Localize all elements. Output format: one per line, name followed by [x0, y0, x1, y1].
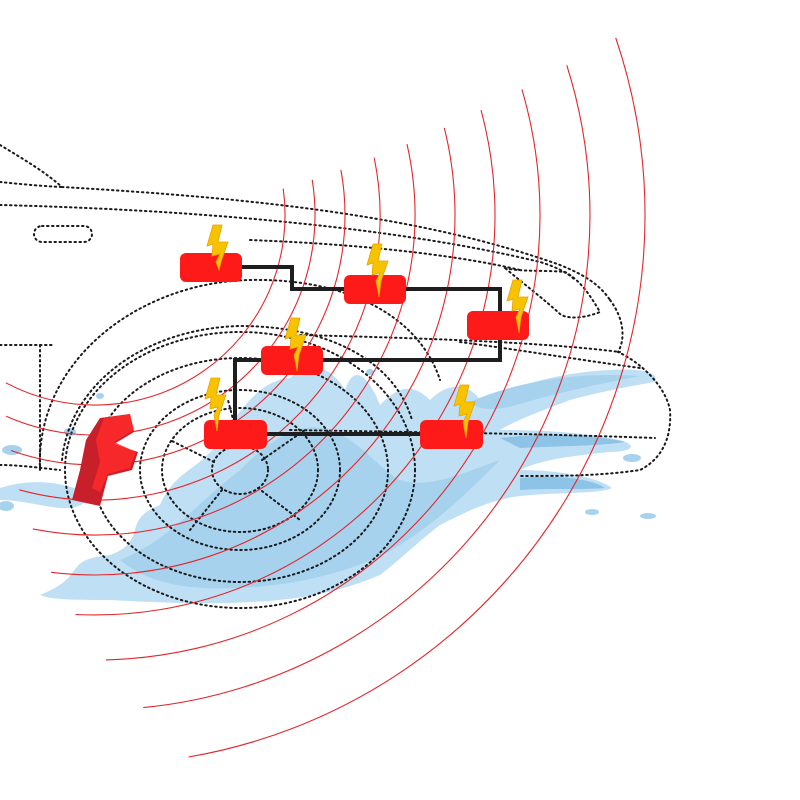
water-splash-streak-3	[520, 476, 605, 490]
rim-spoke	[227, 399, 241, 447]
hood-line-lower	[0, 204, 576, 281]
water-droplet	[585, 509, 599, 515]
module-5	[204, 377, 267, 449]
lightning-bolt-icon	[366, 243, 389, 298]
hood-line-upper	[61, 186, 611, 301]
module-box	[420, 420, 483, 449]
rim-outer	[139, 389, 341, 551]
emitter-highlight	[92, 414, 136, 492]
module-box	[180, 253, 242, 282]
module-6	[420, 384, 483, 449]
rim-spoke	[169, 439, 215, 463]
rim-inner	[161, 407, 319, 533]
module-box	[467, 311, 529, 340]
module-2	[344, 243, 406, 304]
field-arc	[32, 143, 416, 536]
wire-m1-m2	[240, 265, 345, 291]
lightning-bolt-icon	[206, 224, 229, 272]
roof-line	[0, 181, 63, 188]
headlight	[504, 267, 602, 319]
lower-body	[0, 464, 61, 471]
field-arc	[51, 127, 456, 576]
wheel-arch-outer	[38, 278, 441, 471]
field-arc	[188, 37, 646, 758]
lightning-bolt-icon	[284, 317, 307, 372]
module-box	[261, 346, 323, 375]
grille-line	[459, 341, 641, 369]
module-4	[261, 317, 323, 375]
wire-m3-m4	[322, 338, 502, 362]
windshield-line	[0, 144, 63, 188]
hood-crease	[249, 239, 521, 271]
lightning-bolt-icon	[453, 384, 476, 439]
water-droplet	[96, 393, 104, 399]
wiring-harness	[233, 265, 502, 436]
rim-spoke	[261, 429, 306, 461]
tire-outer	[64, 331, 416, 609]
field-arc	[5, 179, 316, 436]
water-splash-streak-2	[500, 435, 625, 448]
field-arc	[5, 188, 286, 406]
module-box	[204, 420, 267, 449]
water-droplet	[640, 513, 656, 519]
water-droplet	[623, 454, 641, 462]
module-1	[180, 224, 242, 282]
water-droplet	[64, 428, 76, 436]
electronic-modules	[180, 224, 529, 449]
field-arc	[143, 65, 591, 709]
water-splash-streak	[470, 375, 640, 409]
wire-m2-m3	[405, 287, 502, 311]
lightning-bolt-icon	[506, 279, 529, 334]
module-3	[467, 279, 529, 340]
front-bumper	[519, 299, 672, 477]
bumper-line	[289, 429, 656, 439]
water-droplet	[366, 369, 374, 375]
water-droplet	[0, 501, 14, 511]
field-arc	[75, 109, 496, 616]
wire-m4-m5	[233, 358, 262, 422]
rim-spoke	[257, 487, 301, 521]
electromagnetic-field-arcs	[5, 37, 646, 758]
field-arc	[105, 89, 541, 661]
side-mirror	[33, 225, 93, 243]
lightning-bolt-icon	[204, 377, 227, 432]
rim-spoke	[189, 489, 223, 531]
signal-emitter-icon	[72, 414, 138, 506]
module-box	[344, 275, 406, 304]
